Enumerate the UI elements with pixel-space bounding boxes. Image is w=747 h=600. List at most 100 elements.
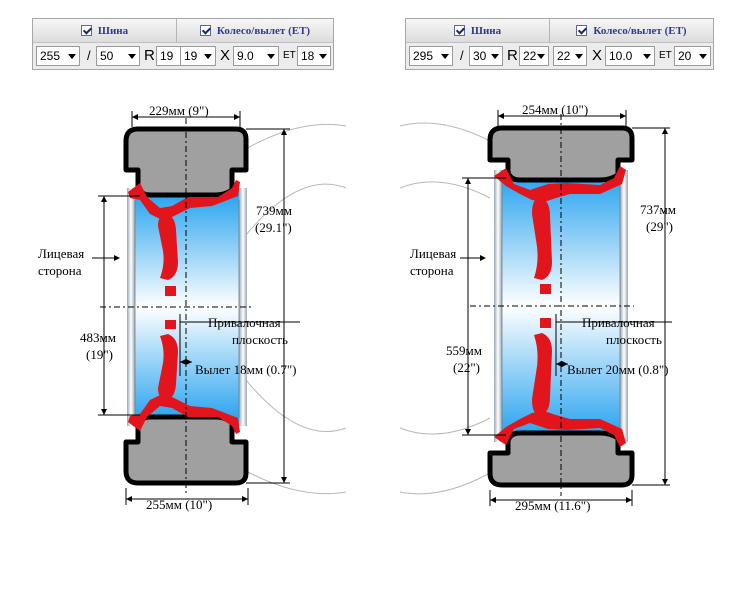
chevron-down-icon: [537, 54, 545, 59]
left-arrow: [101, 196, 107, 202]
right-wheel-diagram: [399, 110, 672, 506]
right-tire-profile-select[interactable]: 30: [469, 46, 503, 66]
right-hub-top: [540, 284, 551, 294]
right-arrow: [562, 361, 568, 367]
left-rim-spoke-top: [158, 214, 178, 280]
left-top-width-label: 229мм (9"): [149, 103, 209, 118]
chevron-down-icon: [204, 54, 212, 59]
left-wheel-header[interactable]: Колесо/вылет (ET): [177, 19, 333, 43]
left-wheel-label: Колесо/вылет (ET): [216, 24, 311, 37]
right-rim-spoke-top: [532, 198, 552, 280]
right-offset-label: Вылет 20мм (0.8"): [567, 362, 669, 377]
right-et-label: ET: [659, 50, 672, 61]
left-et-label: ET: [283, 50, 296, 61]
right-arrow: [662, 128, 668, 134]
right-size-row: 295 / 30 R 22 22 X 10.0 ET 20: [406, 46, 713, 68]
right-rim-diameter-mm: 559мм: [446, 343, 482, 358]
right-slash: /: [460, 48, 464, 63]
right-mount-plane-line2: плоскость: [606, 332, 662, 347]
right-wheel-width-value: 10.0: [609, 49, 633, 63]
right-guide-arc: [399, 122, 489, 141]
right-x-label: X: [592, 47, 603, 64]
left-rim-diameter-in: (19"): [86, 347, 113, 362]
right-arrow: [465, 178, 471, 184]
left-wheel-checkbox[interactable]: [199, 25, 211, 36]
right-mount-plane-line1: Привалочная: [582, 315, 655, 330]
left-guide-arc: [245, 379, 347, 432]
chevron-down-icon: [319, 54, 327, 59]
right-arrow: [465, 429, 471, 435]
left-wheel-diagram: [92, 111, 347, 505]
left-offset-label: Вылет 18мм (0.7"): [195, 362, 297, 377]
left-arrow: [101, 409, 107, 415]
left-rim-spoke-bottom: [158, 334, 178, 400]
right-wheel-width-select[interactable]: 10.0: [605, 46, 655, 66]
right-guide-arc: [399, 473, 489, 495]
left-tire-profile-select[interactable]: 50: [96, 46, 140, 66]
left-arrow: [281, 129, 287, 135]
left-mount-plane-line1: Привалочная: [208, 315, 281, 330]
left-guide-arc: [245, 183, 347, 236]
chevron-down-icon: [128, 54, 136, 59]
right-r-label: R: [507, 47, 518, 64]
left-wheel-diameter-select[interactable]: 19: [180, 46, 216, 66]
chevron-down-icon: [68, 54, 76, 59]
right-tire-checkbox[interactable]: [453, 25, 465, 36]
left-guide-arc: [243, 469, 347, 495]
left-tire-width-select[interactable]: 255: [36, 46, 80, 66]
chevron-down-icon: [643, 54, 651, 59]
right-rim-bottom: [494, 411, 626, 447]
right-wheel-diameter-select[interactable]: 22: [553, 46, 587, 66]
left-outer-diameter-mm: 739мм: [256, 203, 292, 218]
right-face-side-line2: сторона: [410, 263, 454, 278]
left-arrow: [132, 114, 138, 120]
right-tire-label: Шина: [470, 24, 502, 37]
left-hub-bottom: [165, 320, 176, 329]
right-arrow: [662, 479, 668, 485]
left-wheel-et-select[interactable]: 18: [297, 46, 331, 66]
left-face-side-line1: Лицевая: [38, 246, 85, 261]
right-arrow: [620, 113, 626, 119]
right-tire-width-value: 295: [413, 49, 434, 63]
right-wheel-label: Колесо/вылет (ET): [593, 24, 687, 37]
left-wheel-et-value: 18: [301, 49, 315, 63]
left-tire-checkbox[interactable]: [80, 25, 92, 36]
right-rim-spoke-bottom: [532, 333, 552, 415]
left-slash: /: [87, 48, 91, 63]
right-wheel-header[interactable]: Колесо/вылет (ET): [550, 19, 713, 43]
left-tire-width-value: 255: [40, 49, 61, 63]
chevron-down-icon: [267, 54, 275, 59]
right-top-width-label: 254мм (10"): [522, 102, 589, 117]
left-r-label: R: [144, 47, 155, 64]
left-rim-bottom: [128, 394, 240, 434]
right-tire-header[interactable]: Шина: [406, 19, 550, 43]
left-arrow: [186, 359, 192, 365]
right-wheel-checkbox[interactable]: [576, 25, 588, 36]
right-bottom-width-label: 295мм (11.6"): [515, 498, 591, 513]
left-wheel-width-select[interactable]: 9.0: [233, 46, 279, 66]
left-arrow: [126, 496, 132, 502]
left-face-side-line2: сторона: [38, 263, 82, 278]
right-tire-width-select[interactable]: 295: [409, 46, 453, 66]
chevron-down-icon: [491, 54, 499, 59]
right-tire-rim-select[interactable]: 22: [519, 46, 549, 66]
right-guide-arc: [399, 181, 491, 199]
left-rim-diameter-mm: 483мм: [80, 330, 116, 345]
left-tire-header[interactable]: Шина: [33, 19, 177, 43]
right-face-side-line1: Лицевая: [410, 246, 457, 261]
right-arrow: [490, 497, 496, 503]
right-arrow: [498, 113, 504, 119]
right-tire-top: [487, 125, 635, 183]
right-wheel-diameter-value: 22: [557, 49, 571, 63]
right-guide-arc: [399, 417, 491, 435]
left-bottom-width-label: 255мм (10"): [146, 497, 213, 512]
left-tire-profile-value: 50: [100, 49, 114, 63]
chevron-down-icon: [441, 54, 449, 59]
right-outer-diameter-in: (29"): [646, 219, 673, 234]
left-mount-plane-line2: плоскость: [232, 332, 288, 347]
chevron-down-icon: [699, 54, 707, 59]
right-tire-profile-value: 30: [473, 49, 487, 63]
right-wheel-et-select[interactable]: 20: [674, 46, 711, 66]
right-wheel-et-value: 20: [678, 49, 692, 63]
